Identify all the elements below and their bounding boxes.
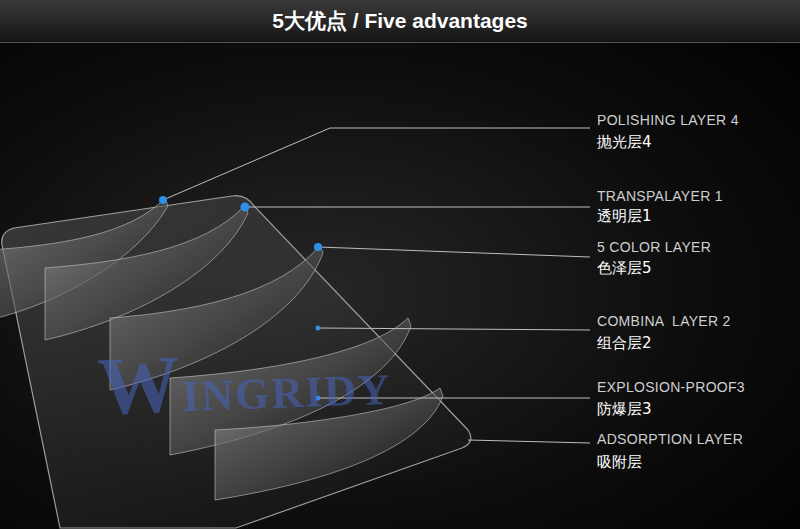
layer-name: 5 COLOR LAYER — [597, 239, 711, 255]
layer-name: TRANSPALAYER 1 — [597, 188, 723, 204]
layer-name: POLISHING LAYER 4 — [597, 112, 739, 128]
layer-name: ADSORPTION LAYER — [597, 431, 743, 447]
layer-name-cn: 透明层1 — [597, 207, 652, 226]
page-title: 5大优点 / Five advantages — [0, 0, 800, 42]
layer-name-cn: 防爆层3 — [597, 400, 652, 419]
layer-name-cn: 组合层2 — [597, 334, 652, 353]
layer-name-cn: 色泽层5 — [597, 259, 652, 278]
layer-name: COMBINA LAYER 2 — [597, 313, 731, 329]
watermark: WINGRIDY — [96, 330, 393, 434]
layer-name-cn: 吸附层 — [597, 453, 642, 472]
layer-name: EXPLOSION-PROOF3 — [597, 379, 745, 395]
layer-name-cn: 抛光层4 — [597, 133, 652, 152]
